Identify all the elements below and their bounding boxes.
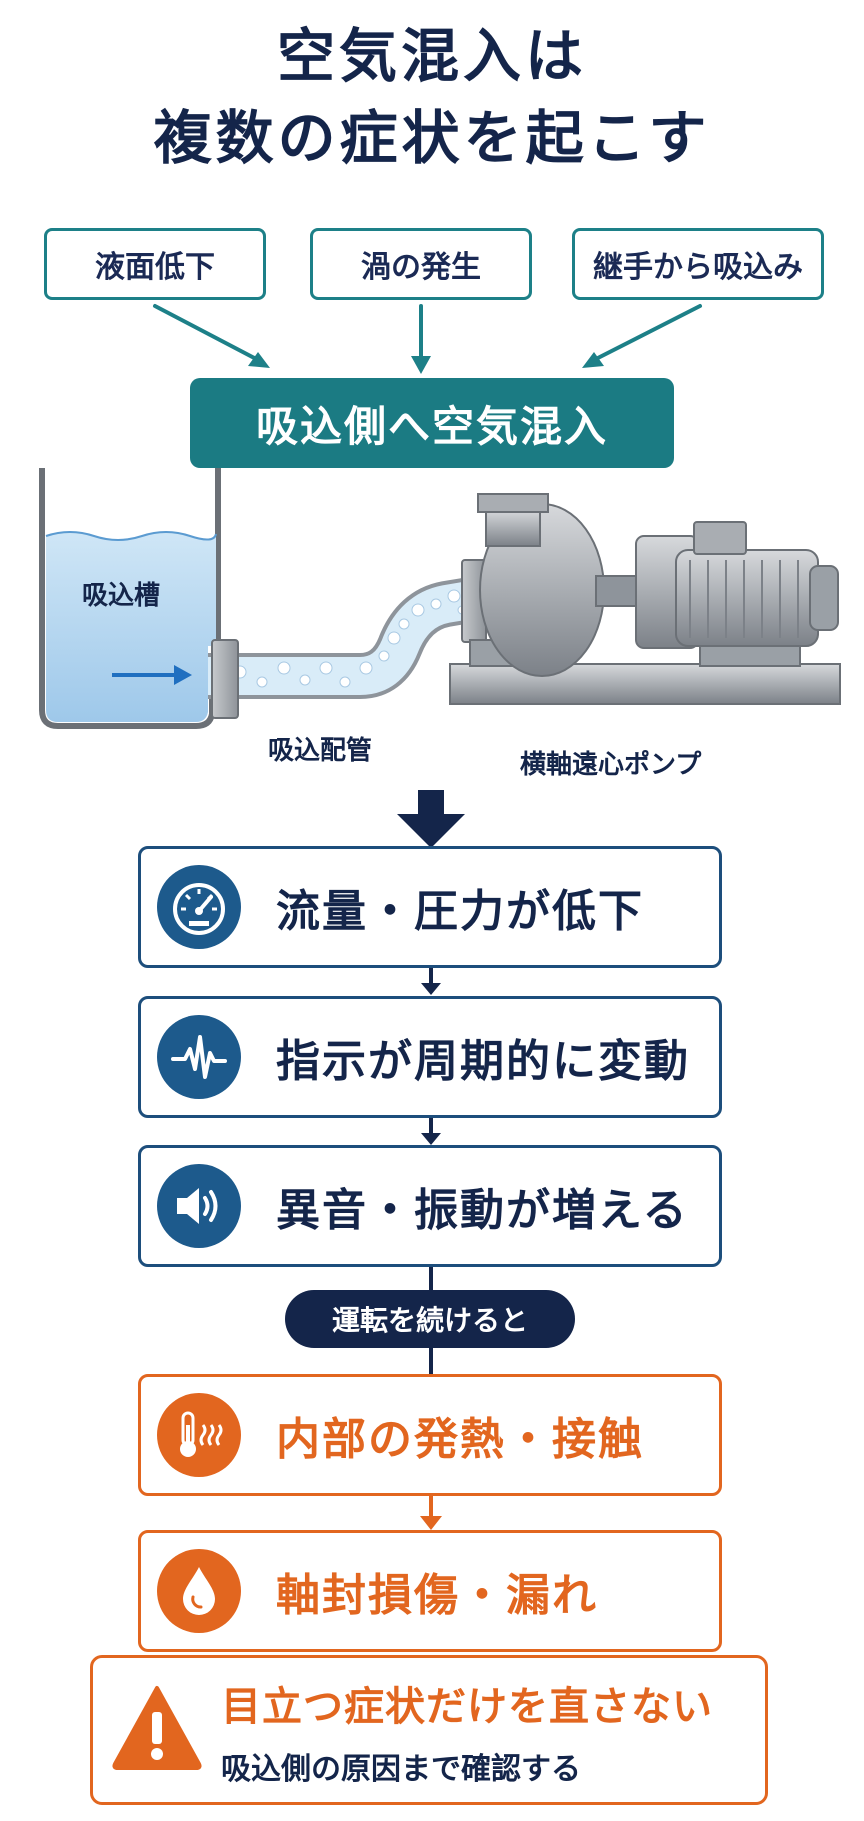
tank-label: 吸込槽 bbox=[82, 581, 161, 611]
pressure-gauge-icon bbox=[157, 865, 241, 949]
suction-tank bbox=[39, 468, 221, 729]
symptom-label: 流量・圧力が低下 bbox=[276, 886, 644, 937]
symptom-flow-pressure-drop: 流量・圧力が低下 bbox=[138, 846, 722, 968]
symptom-label: 指示が周期的に変動 bbox=[276, 1036, 690, 1087]
consequence-label: 軸封損傷・漏れ bbox=[276, 1570, 598, 1621]
transition-label: 運転を続けると bbox=[285, 1290, 575, 1348]
thermometer-heat-icon bbox=[157, 1393, 241, 1477]
symptom-noise-vibration: 異音・振動が増える bbox=[138, 1145, 722, 1267]
air-entrainment-banner: 吸込側へ空気混入 bbox=[190, 378, 674, 468]
warning-subtext: 吸込側の原因まで確認する bbox=[221, 1752, 581, 1787]
warning-box: 目立つ症状だけを直さない 吸込側の原因まで確認する bbox=[90, 1655, 768, 1805]
cause-arrows bbox=[153, 304, 702, 374]
speaker-icon bbox=[157, 1164, 241, 1248]
cause-joint-leak: 継手から吸込み bbox=[572, 228, 824, 300]
consequence-heat-contact: 内部の発熱・接触 bbox=[138, 1374, 722, 1496]
title-line-2: 複数の症状を起こす bbox=[153, 104, 711, 172]
consequence-seal-damage: 軸封損傷・漏れ bbox=[138, 1530, 722, 1652]
water-drop-icon bbox=[157, 1549, 241, 1633]
pipe-label: 吸込配管 bbox=[268, 736, 373, 766]
pump-system-illustration bbox=[39, 468, 841, 729]
flow-connectors bbox=[397, 790, 465, 1530]
centrifugal-pump bbox=[449, 493, 841, 705]
consequence-label: 内部の発熱・接触 bbox=[276, 1414, 644, 1465]
symptom-periodic-fluctuation: 指示が周期的に変動 bbox=[138, 996, 722, 1118]
cause-vortex: 渦の発生 bbox=[310, 228, 532, 300]
cause-low-level: 液面低下 bbox=[44, 228, 266, 300]
waveform-icon bbox=[157, 1015, 241, 1099]
pump-label: 横軸遠心ポンプ bbox=[520, 750, 702, 780]
warning-triangle-icon bbox=[112, 1686, 202, 1770]
title-line-1: 空気混入は bbox=[276, 22, 587, 90]
suction-pipe bbox=[208, 559, 487, 719]
symptom-label: 異音・振動が増える bbox=[276, 1185, 689, 1236]
warning-headline: 目立つ症状だけを直さない bbox=[221, 1684, 713, 1730]
